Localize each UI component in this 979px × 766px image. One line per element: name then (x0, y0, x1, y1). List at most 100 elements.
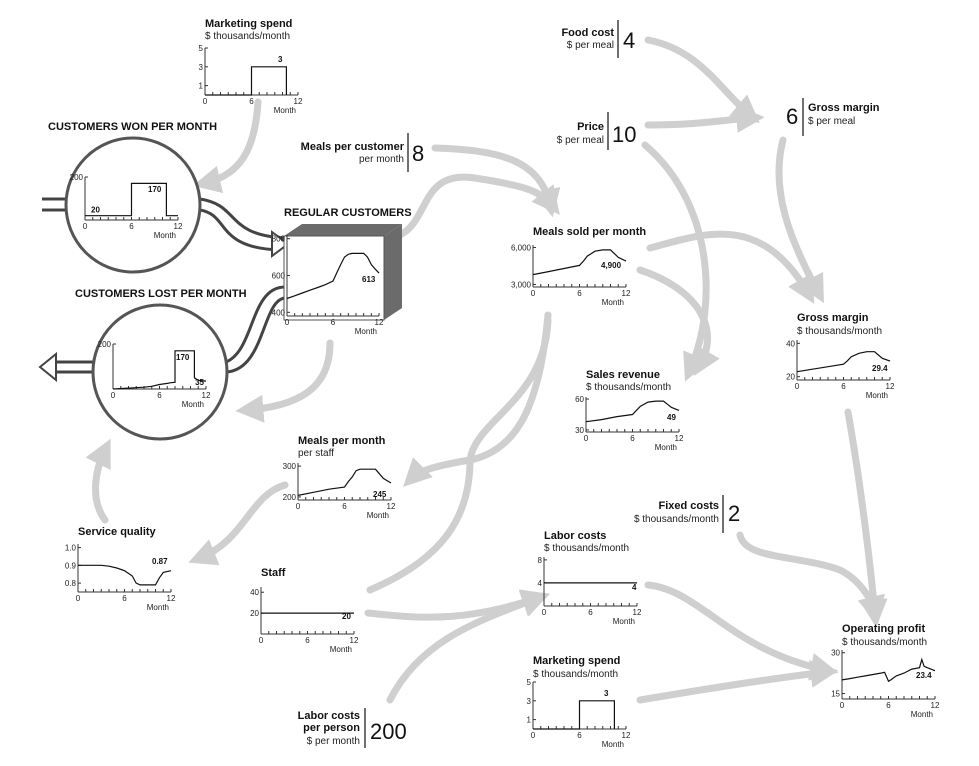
inflow-pipe (42, 197, 290, 258)
food-cost-constant: Food cost $ per meal 4 (561, 27, 635, 53)
chart-title: Meals per month (298, 435, 386, 447)
labor-costs-per-person-unit: $ per month (307, 736, 360, 747)
y-tick-label: 30 (831, 649, 840, 658)
x-tick-label: 6 (129, 222, 134, 231)
y-tick-label: 400 (272, 308, 286, 317)
series-line (286, 252, 380, 300)
x-tick-label: 6 (630, 434, 635, 443)
labor-costs-per-person-constant: Labor costs per person $ per month 200 (298, 710, 407, 747)
series-line (112, 350, 207, 390)
price-title: Price (577, 121, 604, 133)
x-tick-label: 6 (577, 731, 582, 740)
series-line (85, 182, 178, 217)
value-label: 49 (667, 413, 676, 422)
gross-margin-meal-value: 6 (786, 104, 798, 129)
value-label: 4 (632, 583, 637, 592)
chart-title: Staff (261, 567, 286, 579)
food-cost-title: Food cost (561, 27, 614, 39)
customers-lost-valve (91, 303, 229, 441)
chart-title: Gross margin (797, 312, 869, 324)
chart-title: Marketing spend (205, 18, 292, 30)
y-tick-label: 40 (786, 339, 795, 348)
x-tick-label: 0 (296, 502, 301, 511)
y-tick-label: 5 (527, 678, 532, 687)
x-tick-label: 12 (167, 594, 176, 603)
x-tick-label: 12 (174, 222, 183, 231)
end-value-label: 35 (195, 378, 204, 387)
fixed-costs-constant: Fixed costs $ thousands/month 2 (634, 500, 740, 526)
price-unit: $ per meal (557, 135, 604, 146)
chart-unit: per staff (298, 448, 334, 459)
x-tick-label: 6 (331, 318, 336, 327)
y-tick-label: 1 (199, 82, 204, 91)
y-tick-label: 0.8 (65, 579, 77, 588)
x-tick-label: 12 (375, 318, 384, 327)
y-tick-label: 60 (575, 395, 584, 404)
x-tick-label: 0 (542, 608, 547, 617)
series-line (533, 700, 616, 730)
customers-lost-heading: CUSTOMERS LOST PER MONTH (75, 288, 247, 300)
chart-title: Sales revenue (586, 369, 660, 381)
y-tick-label: 200 (70, 173, 84, 182)
x-tick-label: 0 (259, 636, 264, 645)
y-tick-label: 0.9 (65, 561, 77, 570)
y-tick-label: 200 (283, 493, 297, 502)
y-tick-label: 3,000 (511, 281, 532, 290)
chart-unit: $ thousands/month (842, 637, 927, 648)
chart-title: Marketing spend (533, 655, 620, 667)
value-label: 4,900 (601, 261, 622, 270)
series-line (796, 351, 891, 373)
labor-costs-per-person-value: 200 (370, 719, 407, 744)
y-tick-label: 20 (786, 373, 795, 382)
outflow-pipe (38, 285, 286, 383)
value-label: 0.87 (152, 557, 168, 566)
chart-title: Meals sold per month (533, 226, 646, 238)
x-tick-label: 0 (285, 318, 290, 327)
x-tick-label: 0 (795, 382, 800, 391)
chart-unit: $ thousands/month (533, 669, 618, 680)
meals-per-customer-title: Meals per customer (301, 141, 405, 153)
x-tick-label: 0 (111, 391, 116, 400)
series-line (297, 468, 392, 496)
value-label: 170 (148, 185, 162, 194)
y-tick-label: 800 (272, 235, 286, 244)
meals-per-customer-unit: per month (359, 154, 404, 165)
food-cost-value: 4 (623, 28, 635, 53)
food-cost-unit: $ per meal (567, 40, 614, 51)
y-tick-label: 40 (250, 588, 259, 597)
x-tick-label: 0 (531, 731, 536, 740)
meals-per-customer-value: 8 (412, 141, 424, 166)
x-tick-label: 6 (841, 382, 846, 391)
x-tick-label: 6 (886, 701, 891, 710)
value-label: 170 (176, 353, 190, 362)
series-line (205, 66, 287, 96)
x-axis-label: Month (330, 645, 352, 654)
gross-margin-meal-title: Gross margin (808, 102, 880, 114)
gross-margin-meal-unit: $ per meal (808, 116, 855, 127)
regular-customers-heading: REGULAR CUSTOMERS (284, 207, 412, 219)
chart-unit: $ thousands/month (544, 543, 629, 554)
chart-title: Labor costs (544, 530, 606, 542)
value-label: 3 (604, 689, 609, 698)
y-tick-label: 15 (831, 690, 840, 699)
chart-unit: $ thousands/month (205, 31, 290, 42)
constant-dividers (364, 20, 804, 748)
price-constant: Price $ per meal 10 (557, 121, 637, 147)
x-tick-label: 12 (675, 434, 684, 443)
price-value: 10 (612, 122, 636, 147)
x-axis-label: Month (154, 231, 176, 240)
y-tick-label: 8 (538, 556, 543, 565)
x-tick-label: 12 (633, 608, 642, 617)
x-tick-label: 6 (342, 502, 347, 511)
x-tick-label: 0 (531, 289, 536, 298)
